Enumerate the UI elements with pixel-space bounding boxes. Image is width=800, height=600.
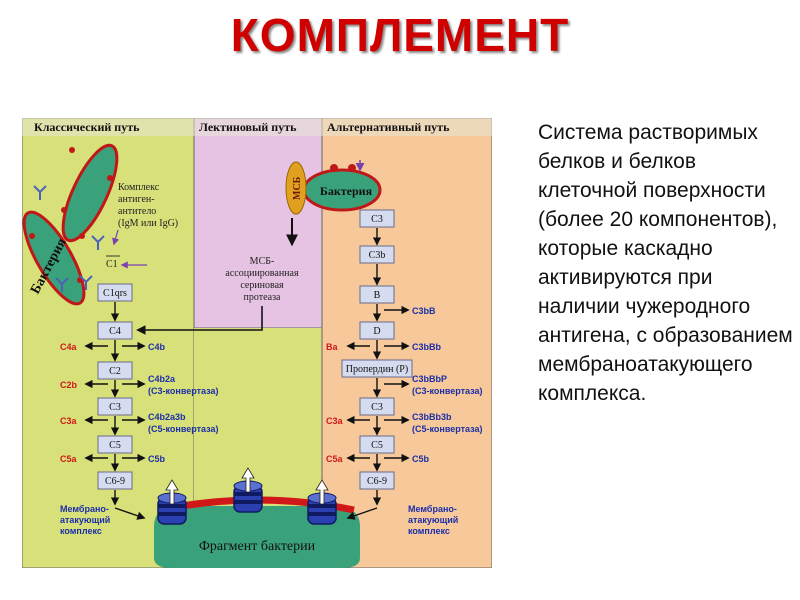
lectin-panel	[193, 118, 323, 329]
alt-box-c3: C3	[359, 397, 395, 416]
classical-c4a: C4a	[60, 342, 78, 352]
msb-icon: МСБ	[285, 161, 307, 215]
alt-box-c3b: C3b	[359, 245, 395, 264]
classical-mac-label-1: Мембрано-	[60, 504, 109, 514]
classical-c3-convertase: (C3-конвертаза)	[148, 386, 219, 396]
classical-c4b: C4b	[148, 342, 166, 352]
alt-c3bbb: C3bBb	[412, 342, 442, 352]
svg-text:B: B	[374, 290, 381, 301]
svg-text:C4: C4	[109, 326, 121, 337]
svg-text:МСБ: МСБ	[292, 176, 303, 200]
svg-text:C3: C3	[109, 402, 121, 413]
page-title: КОМПЛЕМЕНТ	[230, 9, 570, 61]
alt-box-c5: C5	[359, 435, 395, 454]
classical-box-c6-9: C6-9	[97, 471, 133, 490]
alt-mac-label-2: атакующий	[408, 515, 458, 525]
alt-box-c3-top: C3	[359, 209, 395, 228]
svg-text:C3b: C3b	[369, 250, 386, 261]
alt-box-b: B	[359, 285, 395, 304]
classical-mac-label-3: комплекс	[60, 526, 102, 536]
classical-box-c4: C4	[97, 321, 133, 340]
fragment-label: Фрагмент бактерии	[199, 539, 316, 554]
svg-text:C6-9: C6-9	[367, 476, 387, 487]
protease-label-3: сериновая	[240, 280, 284, 291]
svg-text:C3: C3	[371, 402, 383, 413]
alt-c3bb: C3bB	[412, 306, 436, 316]
classical-c5b: C5b	[148, 454, 166, 464]
antibody-icons	[33, 185, 105, 292]
protease-label-4: протеаза	[244, 292, 282, 303]
svg-text:C3: C3	[371, 214, 383, 225]
alt-c3-convertase: (C3-конвертаза)	[412, 386, 483, 396]
alt-ba: Ba	[326, 342, 338, 352]
protease-label-1: МСБ-	[250, 256, 275, 267]
classical-box-c1qrs: C1qrs	[97, 283, 133, 302]
alt-box-properdin: Пропердин (P)	[341, 359, 413, 378]
alt-c3bbbp: C3bBbP	[412, 374, 447, 384]
classical-header: Классический путь	[34, 120, 140, 134]
classical-c4b2a: C4b2a	[148, 374, 176, 384]
alt-box-c6-9: C6-9	[359, 471, 395, 490]
complex-label-3: антитело	[118, 206, 156, 217]
classical-c5a: C5a	[60, 454, 78, 464]
classical-box-c3: C3	[97, 397, 133, 416]
classical-mac-label-2: атакующий	[60, 515, 110, 525]
alt-c5a: C5a	[326, 454, 344, 464]
classical-c2b: C2b	[60, 380, 78, 390]
complex-label-4: (IgM или IgG)	[118, 218, 178, 229]
alt-mac-label-1: Мембрано-	[408, 504, 457, 514]
alt-c3bbb3b: C3bBb3b	[412, 412, 452, 422]
classical-box-c5: C5	[97, 435, 133, 454]
description-text: Система растворимых белков и белков клет…	[538, 121, 793, 405]
complement-diagram: Классический путь Лектиновый путь Альтер…	[22, 118, 492, 568]
classical-c5-convertase: (C5-конвертаза)	[148, 424, 219, 434]
alt-c5-convertase: (C5-конвертаза)	[412, 424, 483, 434]
c1-label: C1	[106, 259, 118, 270]
svg-text:C5: C5	[109, 440, 121, 451]
alt-mac-label-3: комплекс	[408, 526, 450, 536]
lectin-bacteria-label: Бактерия	[320, 184, 373, 198]
alt-c3a: C3a	[326, 416, 344, 426]
complex-label-1: Комплекс	[118, 182, 160, 193]
svg-text:C1qrs: C1qrs	[103, 288, 127, 299]
classical-c3a: C3a	[60, 416, 78, 426]
classical-c4b2a3b: C4b2a3b	[148, 412, 186, 422]
svg-text:D: D	[373, 326, 380, 337]
mac-pore-icon	[157, 467, 337, 525]
protease-label-2: ассоциированная	[225, 268, 299, 279]
classical-box-c2: C2	[97, 361, 133, 380]
lectin-header: Лектиновый путь	[199, 120, 297, 134]
svg-text:C2: C2	[109, 366, 121, 377]
svg-text:C5: C5	[371, 440, 383, 451]
svg-text:Пропердин (P): Пропердин (P)	[346, 364, 408, 375]
alternative-header: Альтернативный путь	[327, 120, 450, 134]
complex-label-2: антиген-	[118, 194, 155, 205]
svg-text:C6-9: C6-9	[105, 476, 125, 487]
alt-box-d: D	[359, 321, 395, 340]
alt-c5b: C5b	[412, 454, 430, 464]
